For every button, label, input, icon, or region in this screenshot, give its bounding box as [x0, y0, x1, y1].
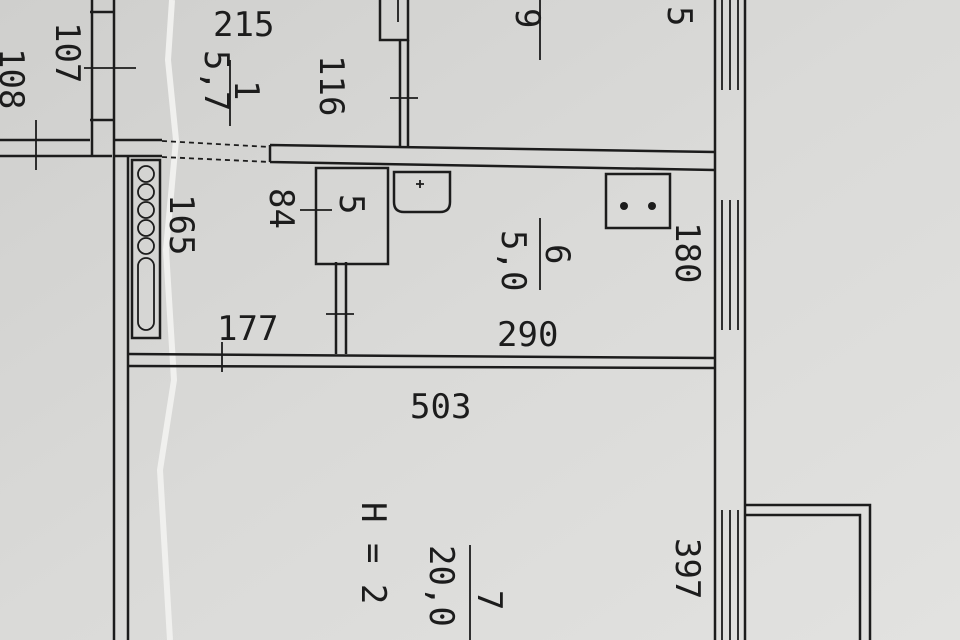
- bathtub: [130, 158, 162, 340]
- dim-397: 397: [667, 538, 707, 599]
- room-7-area: 20,0: [421, 545, 461, 627]
- room-1-area: 5,7: [196, 50, 236, 111]
- dim-290: 290: [497, 315, 558, 355]
- room-5-number: 5: [331, 194, 371, 214]
- ceiling-height-label: H = 2: [353, 502, 393, 604]
- room-7-number: 7: [469, 590, 509, 610]
- room-1-number: 1: [226, 80, 266, 100]
- dim-503: 503: [410, 387, 471, 427]
- sink-icon: [392, 170, 452, 214]
- dim-177: 177: [217, 309, 278, 349]
- dim-107: 107: [47, 22, 87, 83]
- dim-116: 116: [311, 55, 351, 116]
- room-6-number: 6: [537, 244, 577, 264]
- dim-180: 180: [667, 222, 707, 283]
- top-room-area: 9: [507, 8, 547, 28]
- dim-215: 215: [213, 5, 274, 45]
- stove-icon: [604, 172, 672, 230]
- dimension-ticks: [35, 0, 418, 372]
- top-right-label: 5: [659, 6, 699, 26]
- room-6-area: 5,0: [493, 230, 533, 291]
- paper-fold: [156, 0, 180, 640]
- dim-165: 165: [161, 194, 201, 255]
- dim-84: 84: [261, 188, 301, 229]
- fridge-box: [314, 166, 390, 266]
- dim-108: 108: [0, 48, 31, 109]
- walls: [0, 0, 872, 640]
